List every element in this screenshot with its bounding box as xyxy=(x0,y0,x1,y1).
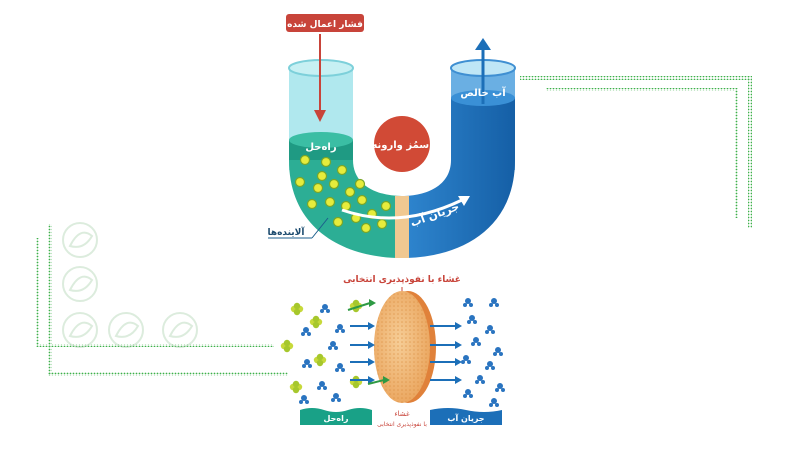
water-molecule xyxy=(331,393,341,402)
contaminant-dot xyxy=(356,194,368,206)
membrane-disc xyxy=(374,291,436,403)
water-molecule xyxy=(485,325,495,334)
contaminant-dot xyxy=(336,164,348,176)
water-molecule xyxy=(475,375,485,384)
membrane-particles xyxy=(280,298,505,407)
water-molecule xyxy=(335,363,345,372)
contaminant-dot xyxy=(344,186,356,198)
contaminant-dot xyxy=(376,218,388,230)
water-molecule xyxy=(493,347,503,356)
water-molecule xyxy=(489,398,499,407)
water-molecule xyxy=(495,383,505,392)
water-molecule xyxy=(471,337,481,346)
leaf-emblem-icon xyxy=(162,312,198,348)
dotted-line-left xyxy=(36,224,288,376)
flow-arrow-icon xyxy=(430,376,462,384)
water-molecule xyxy=(461,355,471,364)
membrane-title: غشاء با نفوذپذیری انتخابی xyxy=(343,275,461,285)
leaf-emblem-icon xyxy=(62,222,98,258)
water-molecule xyxy=(485,361,495,370)
pure-water-label: آب خالص xyxy=(460,86,506,99)
flow-arrow-icon xyxy=(350,322,375,330)
contaminant-dot xyxy=(324,196,336,208)
water-molecule xyxy=(302,359,312,368)
reverse-osmosis-label: اسمُز وارونه xyxy=(371,140,432,151)
flow-arrow-icon xyxy=(350,358,375,366)
contaminant-particle xyxy=(289,380,303,394)
contaminant-dot xyxy=(328,178,340,190)
pure-water-up-arrow-icon xyxy=(475,38,491,104)
water-molecule xyxy=(463,389,473,398)
membrane-label-line1: غشاء xyxy=(394,410,410,418)
pressure-down-arrow-icon xyxy=(314,34,326,122)
water-molecule xyxy=(328,341,338,350)
applied-pressure-label: فشار اعمال شده xyxy=(287,20,363,30)
leaf-emblem-icon xyxy=(62,266,98,302)
water-flow-arrow xyxy=(341,196,470,220)
contaminant-dot xyxy=(316,170,328,182)
flow-arrow-icon xyxy=(367,376,390,385)
solution-bar xyxy=(300,408,372,425)
flow-arrow-icon xyxy=(430,322,462,330)
flow-arrow-icon xyxy=(350,341,375,349)
water-molecule xyxy=(467,315,477,324)
contaminant-particle xyxy=(313,353,327,367)
flow-arrow-icon xyxy=(430,341,462,349)
contaminant-dot xyxy=(299,154,311,166)
contaminants-label: آلاینده‌ها xyxy=(268,226,306,238)
water-flow-bar xyxy=(430,408,502,425)
solution-label: راه‌حل xyxy=(305,142,336,153)
flow-arrow-icon xyxy=(347,299,376,311)
leaf-emblem-icon xyxy=(108,312,144,348)
watermark-logos xyxy=(62,222,198,348)
contaminant-dot xyxy=(294,176,306,188)
water-molecule xyxy=(317,381,327,390)
membrane-label-line2: با نفوذپذیری انتخابی xyxy=(377,421,427,428)
water-molecule xyxy=(489,298,499,307)
water-molecule xyxy=(301,327,311,336)
contaminant-dot xyxy=(360,222,372,234)
contaminant-dot xyxy=(332,216,344,228)
solution-bar-label: راه‌حل xyxy=(324,414,349,423)
contaminant-dot xyxy=(306,198,318,210)
contaminants-leader xyxy=(311,217,329,239)
flow-arrow-icon xyxy=(350,376,375,384)
water-flow-bar-label: جریان آب xyxy=(447,413,484,423)
water-molecule xyxy=(335,324,345,333)
contaminant-dot xyxy=(380,200,392,212)
u-tube xyxy=(288,59,516,258)
water-molecule xyxy=(320,304,330,313)
contaminant-particle xyxy=(349,375,363,389)
contaminant-dot xyxy=(312,182,324,194)
contaminant-particle xyxy=(290,302,304,316)
reverse-osmosis-badge xyxy=(374,116,430,172)
dotted-line-right xyxy=(520,76,752,228)
contaminant-particle xyxy=(309,315,323,329)
leaf-emblem-icon xyxy=(62,312,98,348)
applied-pressure-badge xyxy=(286,14,364,32)
water-molecule xyxy=(299,395,309,404)
contaminant-particle xyxy=(280,339,294,353)
contaminant-dot xyxy=(320,156,332,168)
flow-arrow-icon xyxy=(430,358,462,366)
contaminant-dot xyxy=(354,178,366,190)
water-molecule xyxy=(463,298,473,307)
